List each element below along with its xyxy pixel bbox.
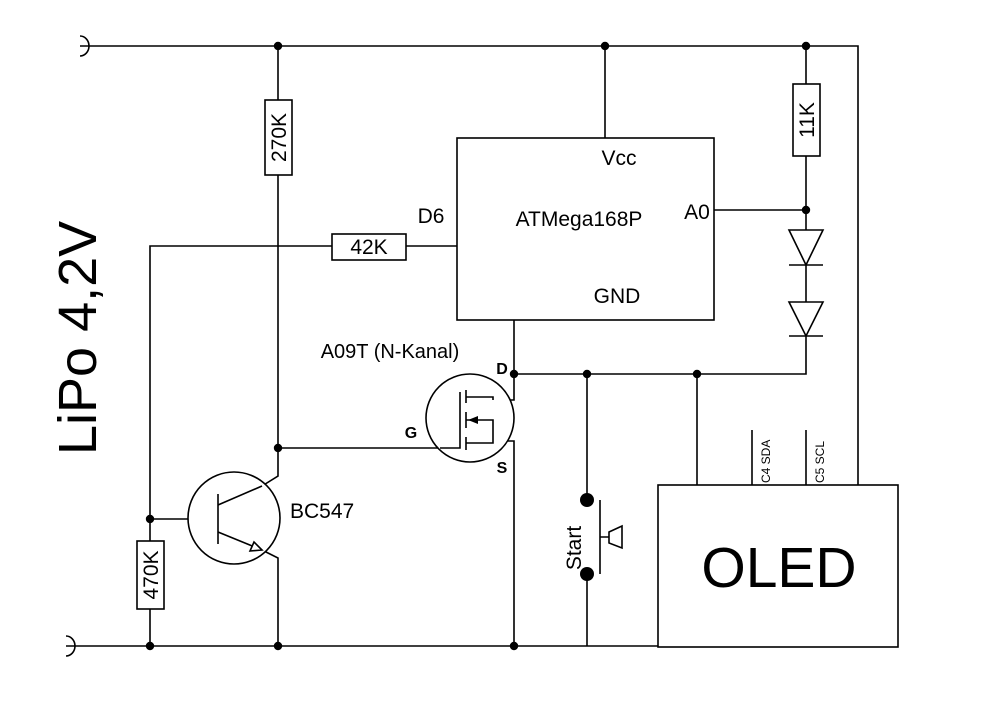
battery-label: LiPo 4,2V: [48, 221, 108, 455]
resistor-42k: 42K: [331, 233, 407, 261]
junction-dot: [145, 641, 155, 651]
junction-dot: [273, 41, 283, 51]
resistor-11k-label: 11K: [796, 102, 819, 138]
transistor-body: [187, 471, 281, 565]
resistor-42k-body: [331, 233, 407, 261]
mosfet-name: A09T (N-Kanal): [321, 341, 460, 363]
mosfet-source-stub: [466, 441, 494, 444]
transistor-emitter-arrow: [248, 540, 264, 552]
mosfet-gate-plate: [440, 392, 461, 449]
drain-bus: [514, 336, 807, 375]
battery: LiPo 4,2V: [48, 35, 108, 657]
oled-scl-label: C5 SCL: [813, 441, 827, 483]
junction-dot: [801, 41, 811, 51]
junctions: [145, 41, 811, 651]
resistor-42k-label: 42K: [350, 236, 387, 259]
junction-dot: [600, 41, 610, 51]
collector-wire: [261, 448, 279, 487]
mcu-gnd-label: GND: [594, 285, 641, 308]
mosfet-body: [425, 373, 515, 463]
mcu: ATMega168P Vcc GND A0 D6: [418, 137, 715, 321]
battery-negative-terminal: [65, 635, 76, 657]
diode-lower: [787, 301, 825, 338]
mcu-d6-label: D6: [418, 205, 445, 228]
battery-positive-terminal: [79, 35, 92, 57]
mosfet-drain-stub: [466, 396, 494, 400]
resistor-11k: 11K: [792, 83, 821, 157]
mosfet-drain-label: D: [496, 361, 508, 378]
mosfet-arrow: [468, 416, 478, 424]
junction-dot: [273, 443, 283, 453]
junction-dot: [692, 369, 702, 379]
mcu-vcc-label: Vcc: [601, 147, 636, 170]
positive-rail: [92, 45, 859, 485]
diode-upper: [787, 229, 825, 267]
resistor-470k-label: 470K: [140, 550, 163, 599]
r42k-left-wire: [149, 245, 332, 541]
mosfet: A09T (N-Kanal) D G S: [321, 341, 515, 477]
oled-sda-label: C4 SDA: [759, 440, 773, 483]
mosfet-gate-label: G: [405, 425, 417, 442]
junction-dot: [273, 641, 283, 651]
wires: [70, 45, 859, 647]
npn-transistor: BC547: [187, 471, 354, 565]
mcu-a0-label: A0: [684, 201, 710, 224]
diode-lower-triangle: [787, 301, 825, 338]
oled-label: OLED: [701, 536, 856, 600]
transistor-name: BC547: [290, 500, 354, 523]
switch-actuator: [608, 524, 623, 550]
junction-dot: [509, 641, 519, 651]
junction-dot: [509, 369, 519, 379]
start-switch: Start: [563, 493, 623, 581]
oled-display: OLED C4 SDA C5 SCL: [657, 440, 899, 648]
resistor-470k-body: [136, 540, 165, 610]
switch-label: Start: [563, 526, 586, 571]
mcu-body: [456, 137, 715, 321]
mosfet-source-label: S: [497, 460, 508, 477]
switch-contact-top: [580, 493, 594, 507]
junction-dot: [145, 514, 155, 524]
resistor-470k: 470K: [136, 540, 165, 610]
switch-plunger: [599, 500, 609, 574]
switch-contact-bottom: [580, 567, 594, 581]
resistor-270k-body: [264, 99, 293, 176]
emitter-wire: [261, 549, 279, 646]
junction-dot: [582, 369, 592, 379]
oled-body: [657, 484, 899, 648]
mcu-name: ATMega168P: [516, 208, 643, 231]
transistor-collector-lead: [217, 485, 263, 506]
junction-dot: [801, 205, 811, 215]
diode-upper-triangle: [787, 229, 825, 267]
resistor-270k-label: 270K: [268, 113, 291, 162]
resistor-11k-body: [792, 83, 821, 157]
resistor-270k: 270K: [264, 99, 293, 176]
